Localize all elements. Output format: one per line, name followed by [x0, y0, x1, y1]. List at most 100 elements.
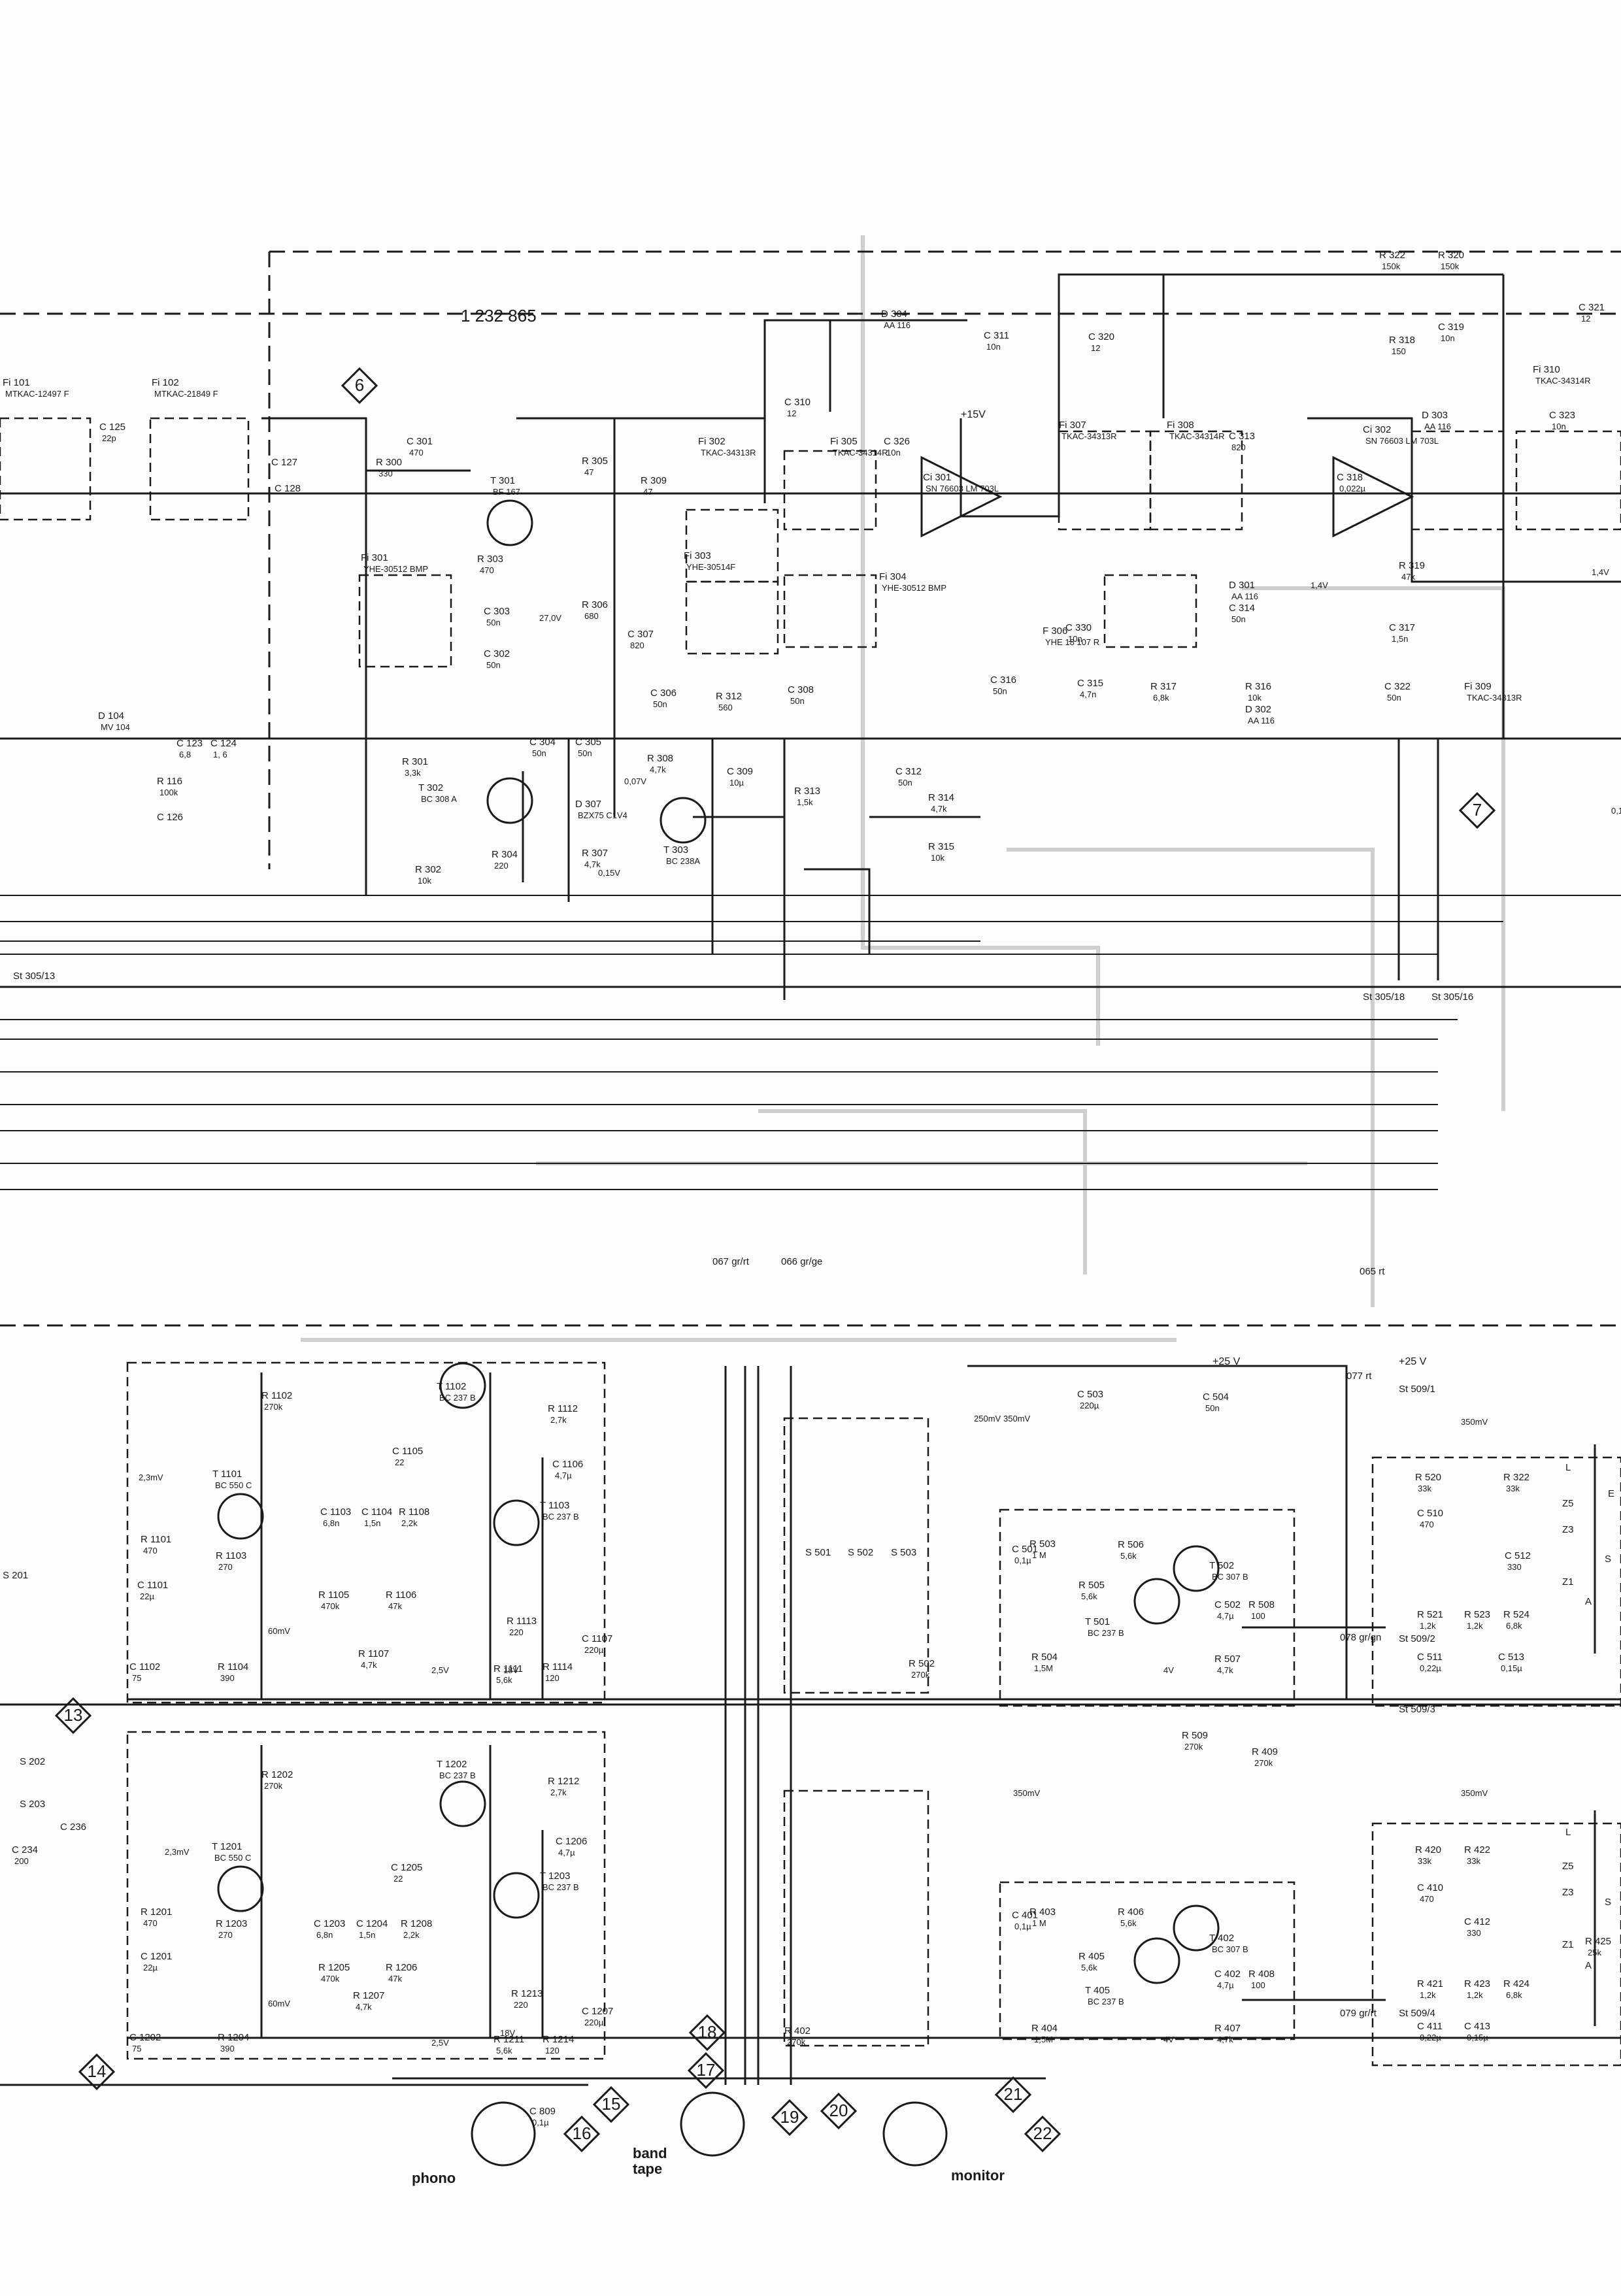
connector-16: 16	[563, 2115, 601, 2153]
label-val-amp_ch2-2: 5,6k	[1120, 1918, 1137, 1928]
level-label-1: 2,3mV	[165, 1847, 190, 1857]
plug-label-7: 077 rt	[1346, 1371, 1372, 1382]
label-ref-tone_section-7: C 511	[1417, 1652, 1443, 1663]
label-ref-preamp_ch2-10: R 1201	[141, 1906, 172, 1918]
label-ref-if_components-33: Fi 302	[698, 436, 726, 447]
label-val-tone_section-15: 6,8k	[1506, 1990, 1522, 2000]
label-ref-if_components-1: Fi 102	[152, 377, 179, 388]
label-val-if_components-35: 12	[787, 408, 796, 418]
label-ref-amp_ch1-4: R 505	[1078, 1580, 1105, 1591]
label-val-preamp_ch2-9: 2,2k	[403, 1930, 420, 1940]
label-val-if_components-12: BF 167	[493, 487, 520, 497]
label-ref-if_components-31: C 307	[627, 629, 654, 640]
label-ref-tone_section-15: R 424	[1503, 1978, 1529, 1989]
label-ref-switch_section-7: C 809	[529, 2106, 556, 2117]
label-val-if_components-19: 3,3k	[405, 768, 421, 778]
label-val-switch_section-3: 270k	[911, 1670, 930, 1680]
label-val-if_components-24: 10k	[418, 876, 431, 886]
label-ref-if_components-39: C 309	[727, 766, 753, 777]
voltage-label-10: 18V	[500, 2028, 515, 2038]
plug-label-1: St 305/18	[1363, 991, 1405, 1003]
label-val-if_components-42: 50n	[898, 778, 912, 788]
label-ref-preamp_ch1-2: R 1112	[548, 1403, 578, 1414]
label-ref-preamp_ch2-4: T 1201	[212, 1841, 242, 1852]
label-ref-tone_section-17: C 413	[1464, 2021, 1490, 2032]
label-ref-preamp_ch1-1: T 1102	[437, 1381, 466, 1392]
label-val-preamp_ch2-8: 1,5n	[359, 1930, 375, 1940]
label-ref-if_components-50: Fi 308	[1167, 420, 1194, 431]
label-val-preamp_ch1-19: 390	[220, 1673, 235, 1683]
label-val-if_components-72: 12	[1581, 314, 1590, 324]
voltage-label-13: 4V	[1163, 2035, 1174, 2044]
plug-label-8: 078 gr/gn	[1340, 1632, 1381, 1643]
label-val-if_components-1: MTKAC-21849 F	[154, 389, 218, 399]
label-ref-if_components-8: R 116	[157, 776, 182, 787]
label-val-preamp_ch1-1: BC 237 B	[439, 1393, 476, 1403]
label-val-if_components-22: 50n	[578, 748, 592, 758]
label-ref-tone_section-11: C 410	[1417, 1882, 1443, 1893]
label-val-if_components-43: 4,7k	[931, 804, 947, 814]
level-label-4: 350mV	[1013, 1788, 1041, 1798]
label-val-preamp_ch1-8: 2,2k	[401, 1518, 418, 1528]
label-val-if_components-50: TKAC-34314R	[1169, 431, 1225, 441]
label-ref-amp_ch1-3: T 502	[1209, 1560, 1234, 1571]
label-ref-if_components-47: C 311	[984, 330, 1009, 341]
label-ref-preamp_ch2-15: R 1207	[353, 1990, 384, 2001]
label-ref-preamp_ch2-18: C 1202	[129, 2032, 161, 2043]
label-ref-if_components-72: C 321	[1579, 302, 1605, 313]
label-val-if_components-28: 4,7k	[650, 765, 666, 774]
pot-label-12: S	[1605, 1897, 1611, 1908]
label-val-preamp_ch1-17: 220µ	[584, 1645, 604, 1655]
label-val-tone_section-8: 0,15µ	[1501, 1663, 1522, 1673]
label-val-tone_section-4: 1,2k	[1420, 1621, 1436, 1631]
label-val-c234: 200	[14, 1856, 29, 1866]
label-val-amp_ch2-5: BC 237 B	[1088, 1997, 1124, 2006]
label-val-tone_section-9: 33k	[1418, 1856, 1431, 1866]
connector-18: 18	[688, 2014, 726, 2052]
label-val-tone_section-18: 25k	[1588, 1948, 1601, 1957]
label-val-if_components-67: 47k	[1401, 572, 1415, 582]
label-ref-preamp_ch2-20: R 1211	[493, 2034, 524, 2045]
label-ref-if_components-17: R 306	[582, 599, 608, 610]
label-val-if_components-62: 150k	[1441, 261, 1460, 271]
plug-label-3: St 509/1	[1399, 1384, 1435, 1395]
label-val-tone_section-13: 1,2k	[1420, 1990, 1436, 2000]
label-ref-preamp_ch1-10: R 1101	[141, 1534, 171, 1545]
socket-symbols	[0, 2077, 1046, 2167]
label-val-preamp_ch2-21: 120	[545, 2046, 560, 2055]
label-ref-if_components-0: Fi 101	[3, 377, 30, 388]
label-val-preamp_ch2-6: BC 237 B	[543, 1882, 579, 1892]
label-val-preamp_ch1-0: 270k	[264, 1402, 283, 1412]
label-ref-tone_section-0: R 520	[1415, 1472, 1441, 1483]
voltage-label-5: 0,07V	[624, 776, 646, 786]
label-val-amp_ch2-4: 5,6k	[1081, 1963, 1097, 1972]
connector-number-14: 14	[88, 2061, 107, 2081]
label-val-preamp_ch1-9: BC 237 B	[543, 1512, 579, 1522]
pot-label-9: Z3	[1562, 1887, 1574, 1898]
label-val-if_components-66: 0,022µ	[1339, 484, 1366, 493]
connector-21: 21	[994, 2076, 1032, 2114]
label-ref-tone_section-2: C 510	[1417, 1508, 1443, 1519]
label-ref-if_components-51: C 320	[1088, 331, 1114, 342]
label-ref-preamp_ch1-21: R 1114	[543, 1661, 573, 1672]
label-ref-if_components-58: R 317	[1150, 681, 1177, 692]
label-val-if_components-65: SN 76603 LM 703L	[1365, 436, 1439, 446]
label-ref-preamp_ch1-12: R 1105	[318, 1589, 349, 1601]
level-label-5: 350mV	[1461, 1788, 1488, 1798]
label-ref-if_components-52: C 330	[1065, 622, 1092, 633]
label-val-preamp_ch2-17: 220µ	[584, 2018, 604, 2027]
label-val-if_components-21: 50n	[532, 748, 546, 758]
label-val-if_components-26: 4,7k	[584, 859, 601, 869]
label-ref-amp_ch1-1: R 503	[1029, 1539, 1056, 1550]
connector-17: 17	[687, 2052, 725, 2089]
label-ref-amp_ch2-8: R 404	[1031, 2023, 1058, 2034]
label-val-preamp_ch1-18: 75	[132, 1673, 141, 1683]
label-val-tone_section-7: 0,22µ	[1420, 1663, 1441, 1673]
label-ref-if_components-13: R 305	[582, 456, 608, 467]
label-val-if_components-61: 150k	[1382, 261, 1401, 271]
connector-number-6: 6	[355, 375, 364, 395]
label-ref-if_components-68: C 317	[1389, 622, 1415, 633]
label-ref-switch_section-0: S 501	[805, 1547, 831, 1558]
label-ref-preamp_ch1-17: C 1107	[582, 1633, 612, 1644]
